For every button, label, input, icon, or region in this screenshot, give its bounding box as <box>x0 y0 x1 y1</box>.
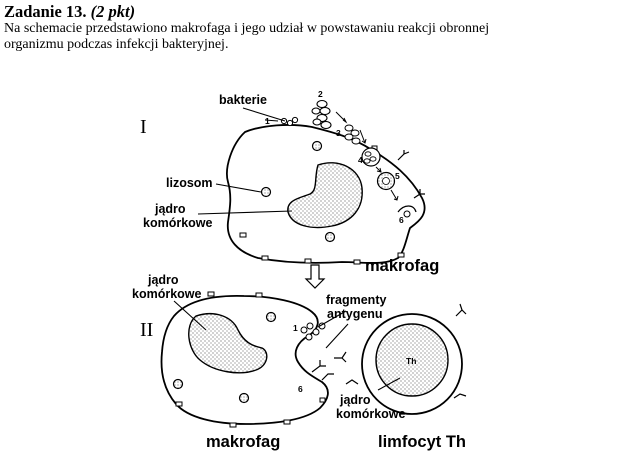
phagosome-step-4 <box>361 147 381 167</box>
panel-1-roman-label: I <box>140 116 147 138</box>
lysosome-4 <box>265 311 277 323</box>
label-lizosom: lizosom <box>166 176 213 190</box>
label-limfocyt: limfocyt Th <box>378 433 466 451</box>
task-description: Na schemacie przedstawiono makrofaga i j… <box>4 21 624 53</box>
lysosome-3 <box>324 231 336 243</box>
transition-arrow <box>304 264 326 289</box>
process-arrows-1 <box>335 111 399 201</box>
label-nucleus-1-line-2: komórkowe <box>143 216 213 230</box>
task-title: Zadanie 13. (2 pkt) <box>4 2 624 21</box>
step-number-1: 1 <box>265 116 270 126</box>
macrophage-nucleus-1 <box>287 162 363 229</box>
label-th: Th <box>406 356 416 366</box>
lysosome-6 <box>238 392 250 404</box>
step-number-4: 4 <box>358 155 363 165</box>
task-header: Zadanie 13. (2 pkt) Na schemacie przedst… <box>4 2 624 53</box>
exocytosis-step-6 <box>397 205 417 218</box>
step-number-3: 3 <box>336 128 341 138</box>
label-fragments-line-2: antygenu <box>327 307 383 321</box>
label-bakterie: bakterie <box>219 93 267 107</box>
label-nucleus-2-line-1: jądro <box>147 273 179 287</box>
label-lymph-nucleus-line-2: komórkowe <box>336 407 406 421</box>
step-number-1-panel-2: 1 <box>293 323 298 333</box>
antigen-fragments <box>300 322 326 341</box>
bacteria-chain <box>311 99 332 130</box>
macrophage-nucleus-2 <box>188 312 268 374</box>
step-number-6-panel-2: 6 <box>298 384 303 394</box>
lysosome-2 <box>311 140 323 152</box>
task-number: Zadanie 13. <box>4 2 87 21</box>
vesicle-step-5 <box>376 171 396 191</box>
task-points: (2 pkt) <box>90 2 136 21</box>
task-text-line-2: organizmu podczas infekcji bakteryjnej. <box>4 37 229 52</box>
label-makrofag-1: makrofag <box>365 257 439 275</box>
panel-2: II <box>132 273 467 451</box>
panel-2-roman-label: II <box>140 319 153 341</box>
pointer-lines-2 <box>173 300 401 391</box>
bacteria-step-3 <box>344 124 361 145</box>
label-nucleus-1-line-1: jądro <box>154 202 186 216</box>
step-number-2: 2 <box>318 89 323 99</box>
step-number-6: 6 <box>399 215 404 225</box>
label-makrofag-2: makrofag <box>206 433 280 451</box>
label-nucleus-2-line-2: komórkowe <box>132 287 202 301</box>
lymphocyte-nucleus <box>375 323 449 397</box>
membrane-receptors-1 <box>239 145 405 265</box>
lysosome-5 <box>172 378 184 390</box>
pointer-lines-1 <box>197 107 293 215</box>
label-fragments-line-1: fragmenty <box>326 293 386 307</box>
lysosome-1 <box>260 186 272 198</box>
step-number-5: 5 <box>395 171 400 181</box>
membrane-receptors-2 <box>175 291 326 428</box>
surface-receptors-1 <box>397 150 425 199</box>
receptor-complexes-2 <box>311 303 467 409</box>
panel-1: I <box>140 89 439 275</box>
task-text-line-1: Na schemacie przedstawiono makrofaga i j… <box>4 21 490 36</box>
label-lymph-nucleus-line-1: jądro <box>339 393 371 407</box>
